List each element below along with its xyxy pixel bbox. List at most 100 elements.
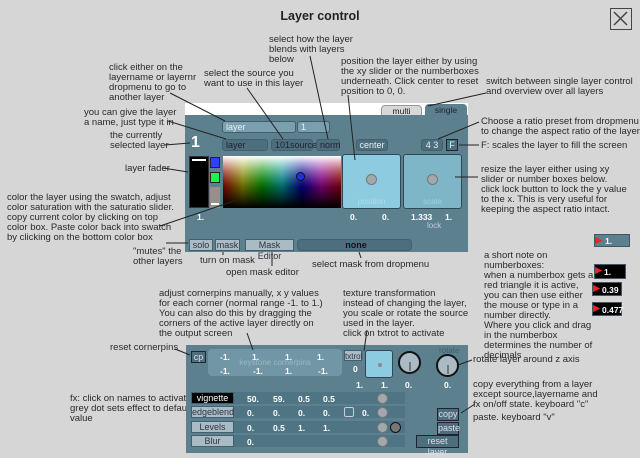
scale-slider[interactable]: scale [403,154,462,209]
keystone-label: keystone cornerpins [239,358,311,367]
scale-label: scale [423,197,442,206]
lock-toggle[interactable]: lock [427,221,442,230]
fx-edgeblend-button[interactable]: edgeblend [191,406,235,418]
current-layer-number: 1 [191,134,200,151]
fx-value[interactable]: 1. [323,423,331,433]
txtrot-value[interactable]: 0 [353,364,358,374]
position-x[interactable]: 0. [350,212,358,222]
position-slider[interactable]: position [342,154,401,209]
edgeblend-checkbox[interactable] [344,407,354,417]
default-dot-edgeblend[interactable] [377,407,388,418]
color-swatch[interactable] [223,156,341,208]
page-title: Layer control [280,9,360,23]
blend-menu[interactable]: norm [316,139,341,151]
scale-x[interactable]: 1.333 [411,212,433,222]
corner-value[interactable]: -1. [220,352,230,362]
solo-button[interactable]: solo [189,239,213,251]
texture-scale-y[interactable]: 1. [381,380,389,390]
reset-cornerpins-button[interactable]: cp [191,351,206,363]
corner-value[interactable]: 1. [252,352,260,362]
fx-row-blur [234,435,405,447]
mask-button[interactable]: mask [215,239,240,251]
note-resize: resize the layer either using xy slider … [481,164,627,215]
layer-name-field[interactable]: layer [222,139,268,151]
numberbox-example[interactable]: ▶0.477 [592,302,624,316]
note-switch: switch between single layer control and … [486,76,633,97]
corner-value[interactable]: -1. [220,366,230,376]
texture-rotate-knob[interactable] [398,351,421,374]
texture-scale-x[interactable]: 1. [356,380,364,390]
note-ratio: Choose a ratio preset from dropmenu to c… [481,116,640,137]
fx-value[interactable]: 0. [362,408,370,418]
corner-value[interactable]: -1. [253,366,263,376]
numberbox-example[interactable]: ▶1. [594,264,626,279]
default-dot-blur[interactable] [377,436,388,447]
note-current: the currently selected layer [110,130,169,151]
position-y[interactable]: 0. [382,212,390,222]
position-label: position [357,197,386,206]
fx-value[interactable]: 0. [247,408,255,418]
source-menu[interactable]: 101source [271,139,317,151]
note-paste: paste. keyboard "v" [473,412,555,423]
numberbox-example[interactable]: ▶1. [594,234,630,247]
note-reset-cp: reset cornerpins [110,342,179,353]
note-copy: copy everything from a layer except sour… [473,379,598,410]
fx-value[interactable]: 0. [273,408,281,418]
levels-extra-dot[interactable] [390,422,401,433]
texture-rotation[interactable]: 0. [405,380,413,390]
rotate-value[interactable]: 0. [444,380,452,390]
fx-value[interactable]: 0. [247,437,255,447]
fx-value[interactable]: 0. [298,408,306,418]
note-rotate: rotate layer around z axis [473,354,580,365]
fill-button[interactable]: F [446,139,458,151]
reset-layer-button[interactable]: reset layer [416,435,459,457]
fx-value[interactable]: 0. [323,408,331,418]
note-fill: F: scales the layer to fill the screen [481,140,628,151]
mask-editor-button[interactable]: Mask Editor [245,239,294,261]
corner-value[interactable]: -1. [318,366,328,376]
layer-fader[interactable] [189,156,209,208]
scale-y[interactable]: 1. [445,212,453,222]
fx-row-edgeblend [234,406,405,418]
layer-number-menu[interactable]: 1 [297,121,330,133]
swatch-cursor [296,172,305,181]
texture-position-slider[interactable] [365,350,393,378]
fx-value[interactable]: 50. [247,394,259,404]
fx-value[interactable]: 1. [298,423,306,433]
fx-value[interactable]: 0.5 [323,394,335,404]
fx-levels-button[interactable]: Levels [191,421,234,433]
fx-value[interactable]: 59. [273,394,285,404]
tab-single[interactable]: single [425,104,467,116]
note-texture: texture transformation instead of changi… [343,288,469,339]
paste-button[interactable]: paste [437,422,461,435]
fx-value[interactable]: 0.5 [273,423,285,433]
corner-value[interactable]: 1. [317,352,325,362]
paste-color-box[interactable] [210,172,220,183]
fx-value[interactable]: 0.5 [298,394,310,404]
mask-menu[interactable]: none [297,239,412,251]
fx-row-vignette [234,392,405,404]
fx-vignette-button[interactable]: vignette [191,392,234,404]
close-button[interactable] [610,8,632,30]
copy-button[interactable]: copy [437,408,459,421]
saturation-slider[interactable] [210,187,220,208]
note-blend: select how the layer blends with layers … [269,34,353,65]
fx-blur-button[interactable]: Blur [191,435,234,447]
rotate-knob[interactable] [436,354,459,377]
layer-name-menu[interactable]: layer [222,121,296,133]
note-mutes: "mutes" the other layers [133,246,183,267]
default-dot-vignette[interactable] [377,393,388,404]
note-numberbox: a short note on numberboxes: when a numb… [484,250,594,361]
rotate-label: rotate [439,346,460,355]
corner-value[interactable]: 1. [285,352,293,362]
fader-value[interactable]: 1. [197,212,205,222]
note-open-mask: open mask editor [226,267,299,278]
copy-color-box[interactable] [210,157,220,168]
numberbox-example[interactable]: ▶0.39 [592,282,622,296]
center-button[interactable]: center [356,139,388,151]
default-dot-levels[interactable] [377,422,388,433]
ratio-menu[interactable]: 4 3 [421,139,443,151]
txtrot-button[interactable]: txtrot [344,350,363,361]
corner-value[interactable]: 1. [285,366,293,376]
fx-value[interactable]: 0. [247,423,255,433]
